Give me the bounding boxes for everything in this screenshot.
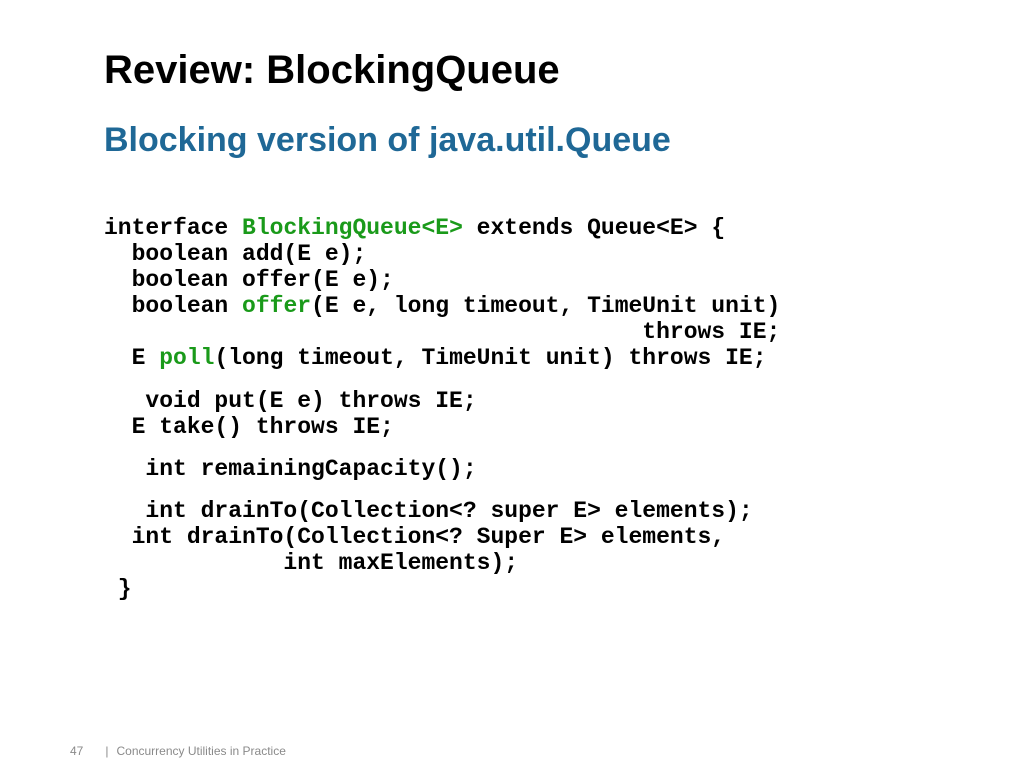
slide-subtitle: Blocking version of java.util.Queue (104, 121, 671, 159)
offer-timed-params: (E e, long timeout, TimeUnit unit) (311, 293, 781, 319)
code-block: interface BlockingQueue<E> extends Queue… (104, 0, 1004, 768)
code-line-put: void put(E e) throws IE; (104, 388, 477, 414)
code-line-close-brace: } (104, 576, 132, 602)
code-line-offer-throws: throws IE; (104, 319, 781, 345)
footer-text: Concurrency Utilities in Practice (116, 744, 286, 758)
code-line-drainto-1: int drainTo(Collection<? super E> elemen… (104, 498, 753, 524)
code-line-drainto-2: int drainTo(Collection<? Super E> elemen… (104, 524, 726, 550)
code-line-add: boolean add(E e); (104, 241, 367, 267)
offer-timed-prefix: boolean (104, 293, 243, 319)
code-line-drainto-2-cont: int maxElements); (104, 550, 519, 576)
code-line-take: E take() throws IE; (104, 414, 394, 440)
footer-separator: | (105, 744, 109, 758)
code-line-remaining-capacity: int remainingCapacity(); (104, 456, 477, 482)
code-line-offer-timed: boolean offer(E e, long timeout, TimeUni… (104, 293, 781, 319)
code-line-poll: E poll(long timeout, TimeUnit unit) thro… (104, 345, 767, 371)
highlight-blockingqueue: BlockingQueue<E> (242, 215, 463, 241)
code-line-offer: boolean offer(E e); (104, 267, 394, 293)
slide-title: Review: BlockingQueue (104, 48, 560, 92)
slide-footer: 47 | Concurrency Utilities in Practice (70, 744, 286, 758)
poll-prefix: E (104, 345, 160, 371)
keyword-interface: interface (104, 215, 243, 241)
page-number: 47 (70, 744, 84, 758)
extends-clause: extends Queue<E> { (462, 215, 726, 241)
highlight-poll: poll (159, 345, 215, 371)
poll-params: (long timeout, TimeUnit unit) throws IE; (214, 345, 767, 371)
code-line-interface: interface BlockingQueue<E> extends Queue… (104, 215, 725, 241)
highlight-offer: offer (242, 293, 312, 319)
